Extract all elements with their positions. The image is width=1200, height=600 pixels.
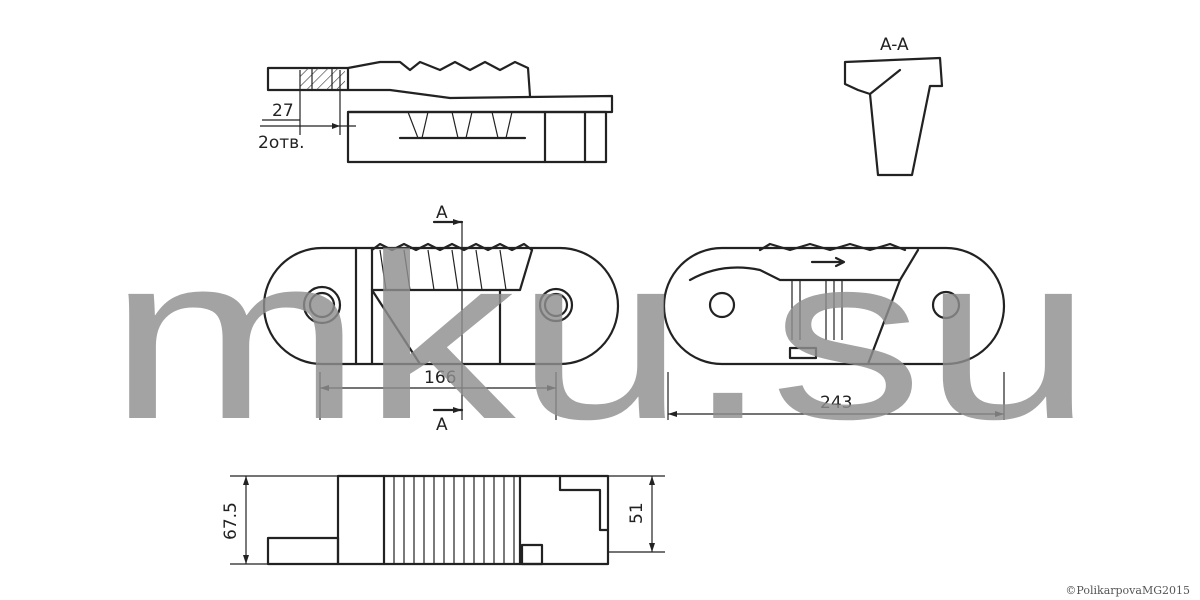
cut-mark-bottom: A <box>436 415 448 435</box>
copyright-text: ©PolikarpovaMG2015 <box>1065 584 1190 597</box>
section-view: A-A <box>843 35 944 177</box>
plan-left-hole-1 <box>302 285 342 325</box>
section-label: A-A <box>880 35 909 55</box>
plan-view-left: 166 A A <box>262 203 620 435</box>
plan-left-outline <box>262 246 620 366</box>
top-view-base <box>346 110 608 164</box>
cut-mark-top: A <box>436 203 448 223</box>
top-view-teeth <box>346 60 532 98</box>
bottom-view-body <box>336 474 610 566</box>
dim-height-total: 67.5 <box>221 502 241 540</box>
watermark-text: mku.su <box>108 205 1093 468</box>
plan-left-teeth <box>370 242 534 252</box>
dim-hole-note: 2отв. <box>258 133 305 153</box>
bottom-view-flange <box>266 536 340 566</box>
top-view-body <box>346 88 614 114</box>
plan-left-hole-2 <box>538 287 574 323</box>
plan-view-right: 243 <box>662 242 1006 420</box>
section-profile <box>843 56 944 177</box>
dim-length-overall: 243 <box>820 393 852 413</box>
dim-height-inner: 51 <box>627 502 647 524</box>
plan-right-outline <box>662 246 1006 366</box>
plan-right-hole-2 <box>931 290 961 320</box>
direction-arrow-icon <box>810 256 846 268</box>
dim-length-holes: 166 <box>424 368 456 388</box>
dim-hole-offset: 27 <box>272 101 294 121</box>
plan-right-hole-1 <box>708 291 736 319</box>
top-view-hatch <box>300 68 345 90</box>
top-view: 27 2отв. <box>258 60 614 164</box>
bottom-view: 67.5 51 <box>221 474 665 566</box>
